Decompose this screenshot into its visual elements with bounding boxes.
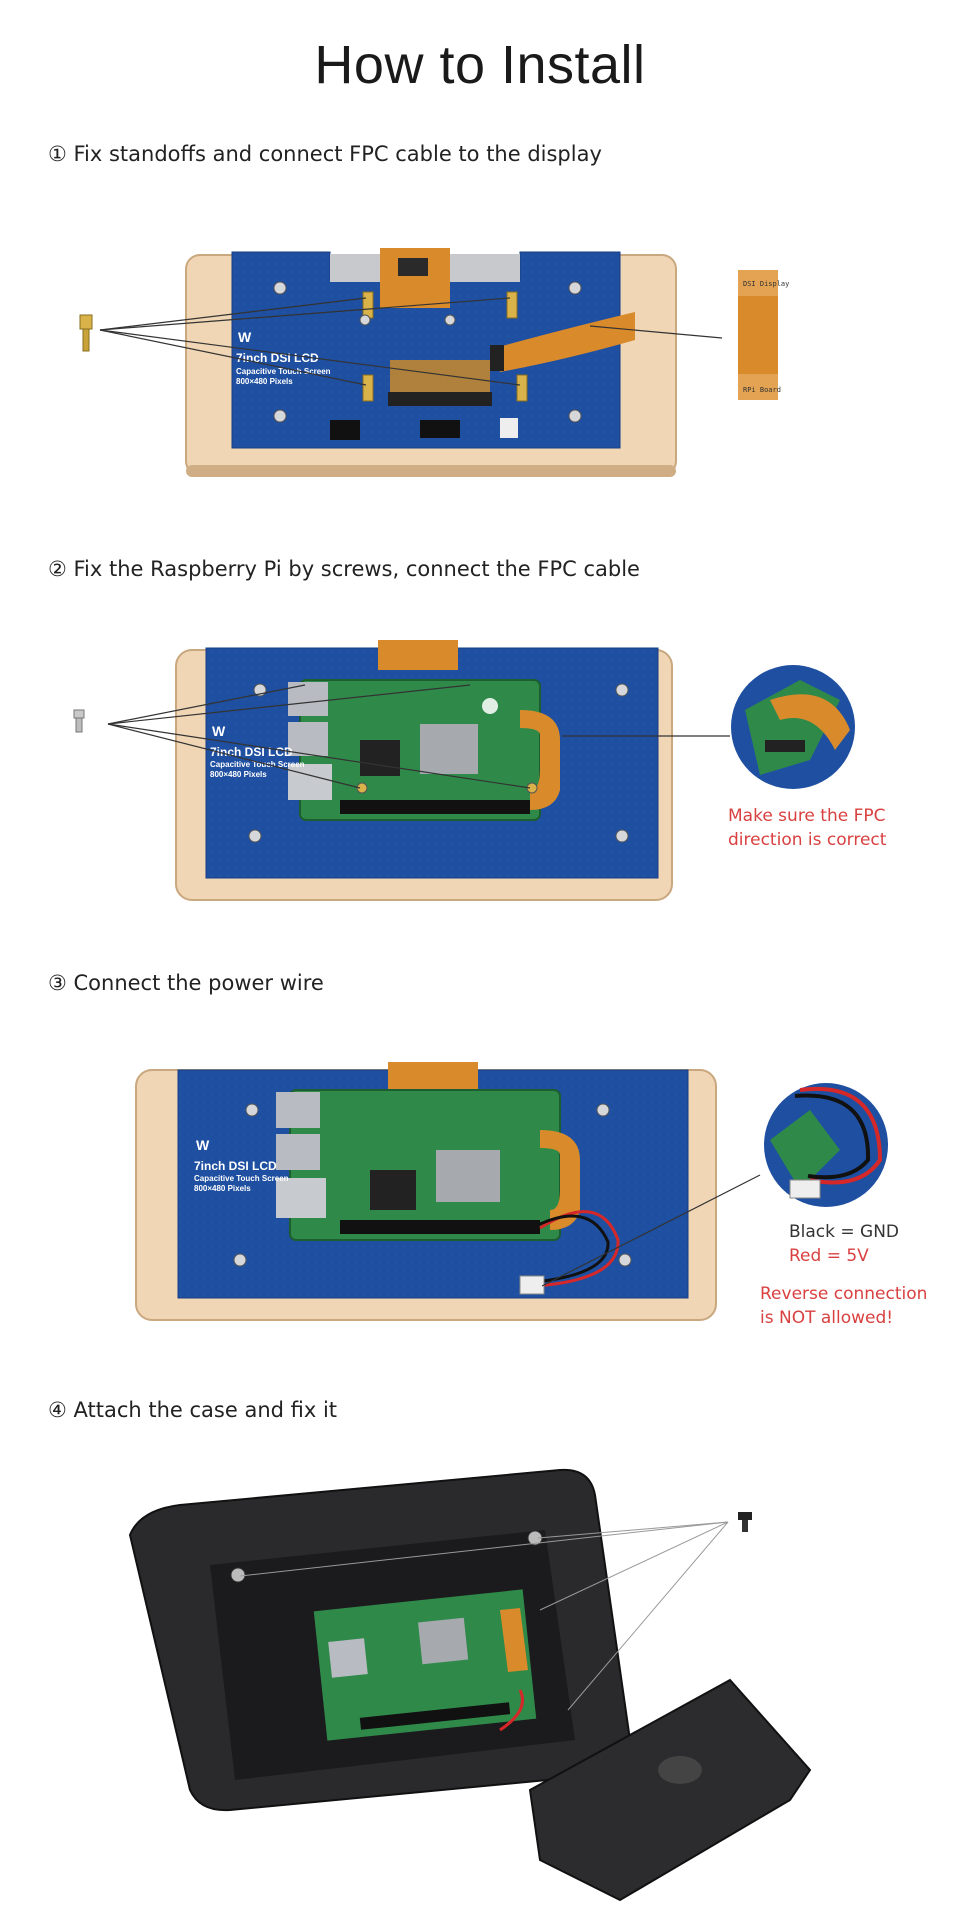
reverse-connection-warning: Reverse connection is NOT allowed! [760, 1284, 928, 1328]
step-4-illustration [128, 1468, 812, 1902]
screw-part [73, 709, 85, 733]
svg-text:7inch DSI LCD: 7inch DSI LCD [210, 745, 293, 759]
svg-text:DSI Display: DSI Display [743, 280, 789, 288]
svg-text:7inch DSI LCD: 7inch DSI LCD [194, 1159, 277, 1173]
page-title: How to Install [314, 35, 646, 95]
svg-text:W: W [196, 1137, 210, 1153]
svg-text:Capacitive Touch Screen: Capacitive Touch Screen [194, 1174, 289, 1183]
board-logo: W [238, 329, 252, 345]
svg-text:Capacitive Touch Screen: Capacitive Touch Screen [236, 367, 331, 376]
step-4-label: ④ Attach the case and fix it [48, 1398, 338, 1422]
power-wire-zoom-detail [764, 1083, 888, 1207]
step-2-label: ② Fix the Raspberry Pi by screws, connec… [48, 557, 640, 581]
svg-text:800×480 Pixels: 800×480 Pixels [236, 377, 293, 386]
raspberry-pi-board [276, 1089, 561, 1241]
fpc-direction-note: Make sure the FPC direction is correct [728, 806, 887, 850]
svg-text:RPi Board: RPi Board [743, 386, 781, 394]
step-1-label: ① Fix standoffs and connect FPC cable to… [48, 142, 602, 166]
red-5v-note: Red = 5V [789, 1246, 869, 1266]
touch-fpc [380, 248, 450, 308]
standoff-part [79, 314, 93, 352]
fpc-cable-part: DSI Display RPi Board [738, 270, 789, 400]
fpc-zoom-detail [731, 665, 855, 789]
step-2-illustration: W 7inch DSI LCD Capacitive Touch Screen … [73, 640, 855, 901]
black-gnd-note: Black = GND [789, 1222, 900, 1242]
svg-text:800×480 Pixels: 800×480 Pixels [194, 1184, 251, 1193]
step-3-illustration: W 7inch DSI LCD Capacitive Touch Screen … [135, 1062, 888, 1321]
step-3-label: ③ Connect the power wire [48, 971, 324, 995]
svg-text:W: W [212, 723, 226, 739]
step-1-illustration: W 7inch DSI LCD Capacitive Touch Screen … [79, 248, 789, 477]
svg-text:800×480 Pixels: 800×480 Pixels [210, 770, 267, 779]
case-back-cover [528, 1678, 812, 1902]
board-model-text: 7inch DSI LCD [236, 351, 319, 365]
screw-part [738, 1512, 752, 1532]
svg-text:Capacitive Touch Screen: Capacitive Touch Screen [210, 760, 305, 769]
